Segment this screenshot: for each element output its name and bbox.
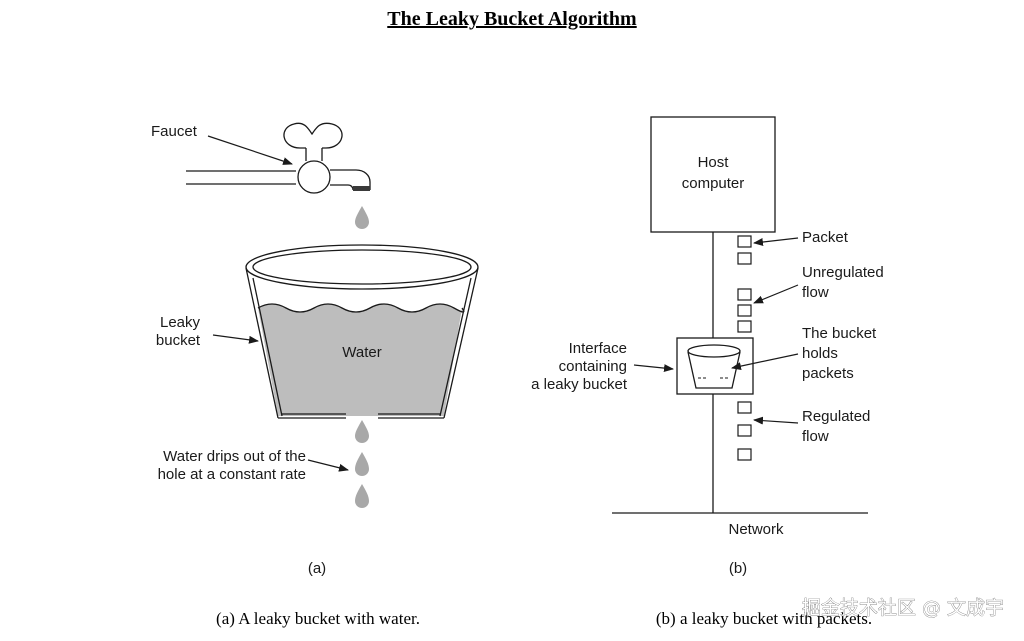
unregulated-label-line2: flow (802, 284, 829, 301)
small-bucket-icon (687, 344, 741, 389)
host-label-line1: Host (698, 154, 730, 171)
holds-arrow (731, 353, 799, 371)
interface-arrow (633, 364, 674, 373)
packet-icon (737, 320, 752, 333)
packet-arrow (753, 237, 799, 246)
leaky-bucket-arrow (212, 334, 259, 344)
faucet-label: Faucet (151, 123, 198, 140)
drips-label-line1: Water drips out of the (163, 448, 306, 465)
leaky-label-line2: bucket (156, 332, 201, 349)
regulated-arrow (753, 416, 799, 425)
drips-label-line2: hole at a constant rate (158, 466, 306, 483)
leaky-label-line1: Leaky (160, 314, 201, 331)
holds-label-line2: holds (802, 345, 838, 362)
packet-label: Packet (802, 229, 849, 246)
unregulated-label-line1: Unregulated (802, 264, 884, 281)
holds-label-line3: packets (802, 365, 854, 382)
interface-label-line1: Interface (569, 340, 627, 357)
unregulated-arrow (753, 284, 799, 304)
water-fill (258, 304, 464, 416)
figure-title: The Leaky Bucket Algorithm (387, 8, 637, 30)
water-label: Water (342, 344, 381, 361)
caption-a: (a) A leaky bucket with water. (216, 609, 420, 628)
packet-icon (737, 252, 752, 265)
watermark: 掘金技术社区 @ 文成宇 (802, 597, 1004, 619)
holds-label-line1: The bucket (802, 325, 877, 342)
interface-label-line3: a leaky bucket (531, 376, 628, 393)
host-label-line2: computer (682, 175, 745, 192)
packets (737, 235, 752, 461)
faucet-arrow (207, 135, 293, 165)
network-label: Network (728, 521, 784, 538)
caption-b: (b) a leaky bucket with packets. (656, 609, 872, 628)
packet-icon (737, 304, 752, 317)
regulated-label-line1: Regulated (802, 408, 870, 425)
subfigure-b-label: (b) (729, 560, 747, 577)
packet-icon (737, 235, 752, 248)
water-drips (355, 420, 369, 508)
packet-icon (737, 401, 752, 414)
subfigure-a-label: (a) (308, 560, 326, 577)
faucet (186, 122, 371, 194)
water-drop-icon (355, 206, 369, 229)
bucket (245, 244, 479, 419)
packet-icon (737, 448, 752, 461)
regulated-label-line2: flow (802, 428, 829, 445)
drips-arrow (307, 459, 349, 472)
packet-icon (737, 288, 752, 301)
packet-icon (737, 424, 752, 437)
interface-label-line2: containing (559, 358, 627, 375)
interface-box (676, 337, 754, 395)
